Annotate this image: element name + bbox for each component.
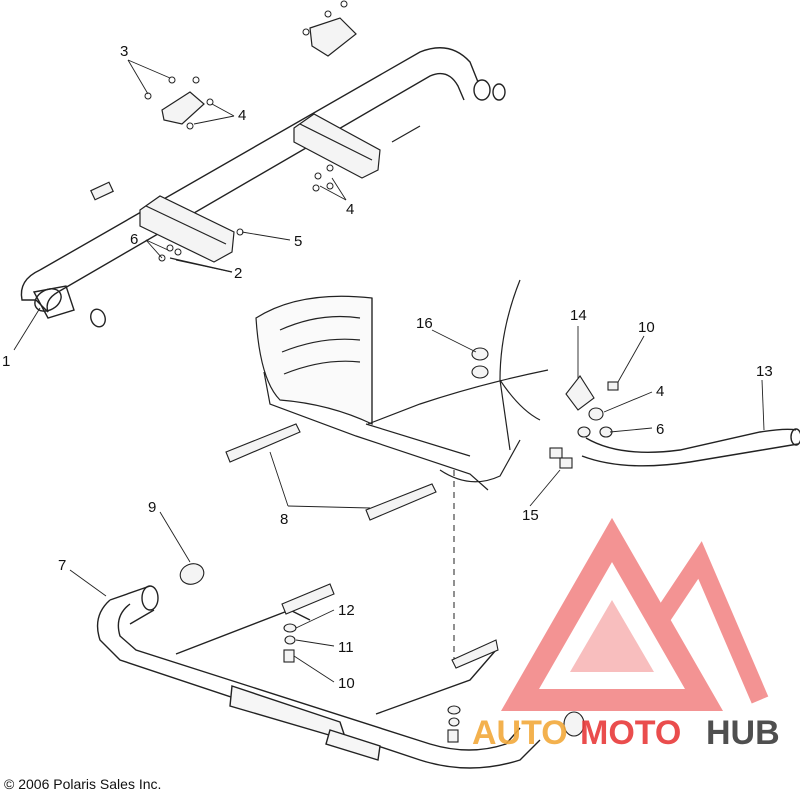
leader-lines-upper bbox=[13, 59, 347, 351]
rear-mount-bracket bbox=[549, 375, 619, 469]
callout-4-upper-right: 4 bbox=[346, 201, 354, 218]
callout-4-upper-left: 4 bbox=[238, 107, 246, 124]
callout-16: 16 bbox=[416, 315, 433, 332]
callout-5: 5 bbox=[294, 233, 302, 250]
copyright-notice: © 2006 Polaris Sales Inc. bbox=[4, 776, 162, 792]
callout-12: 12 bbox=[338, 602, 355, 619]
callout-8: 8 bbox=[280, 511, 288, 528]
mount-bracket-left bbox=[139, 195, 235, 273]
lower-hardware bbox=[179, 563, 585, 743]
callout-4-rear: 4 bbox=[656, 383, 664, 400]
mount-bracket-right bbox=[293, 113, 421, 179]
callout-9: 9 bbox=[148, 499, 156, 516]
callout-labels: 1 2 3 4 4 4 5 6 6 7 8 9 10 10 11 12 13 1… bbox=[2, 43, 773, 692]
callout-6-rear: 6 bbox=[656, 421, 664, 438]
callout-10-lower: 10 bbox=[338, 675, 355, 692]
leader-lines-lower bbox=[69, 326, 765, 683]
watermark-hub: HUB bbox=[706, 714, 780, 752]
callout-10-rear: 10 bbox=[638, 319, 655, 336]
watermark-logo bbox=[500, 517, 769, 711]
upper-bumper-tube bbox=[20, 47, 506, 328]
callout-6-upper: 6 bbox=[130, 231, 138, 248]
callout-3: 3 bbox=[120, 43, 128, 60]
callout-13: 13 bbox=[756, 363, 773, 380]
callout-2: 2 bbox=[234, 265, 242, 282]
grommet-and-strips bbox=[225, 347, 489, 521]
vehicle-body bbox=[255, 279, 549, 491]
callout-7: 7 bbox=[58, 557, 66, 574]
callout-1: 1 bbox=[2, 353, 10, 370]
callout-11: 11 bbox=[338, 639, 354, 656]
rear-bumper-tube bbox=[581, 428, 800, 467]
watermark-auto: AUTO bbox=[472, 714, 568, 752]
callout-15: 15 bbox=[522, 507, 539, 524]
watermark-moto: MOTO bbox=[580, 714, 681, 752]
watermark-text: AUTO MOTO HUB bbox=[472, 714, 780, 752]
callout-14: 14 bbox=[570, 307, 587, 324]
top-plate-bracket bbox=[90, 17, 357, 201]
